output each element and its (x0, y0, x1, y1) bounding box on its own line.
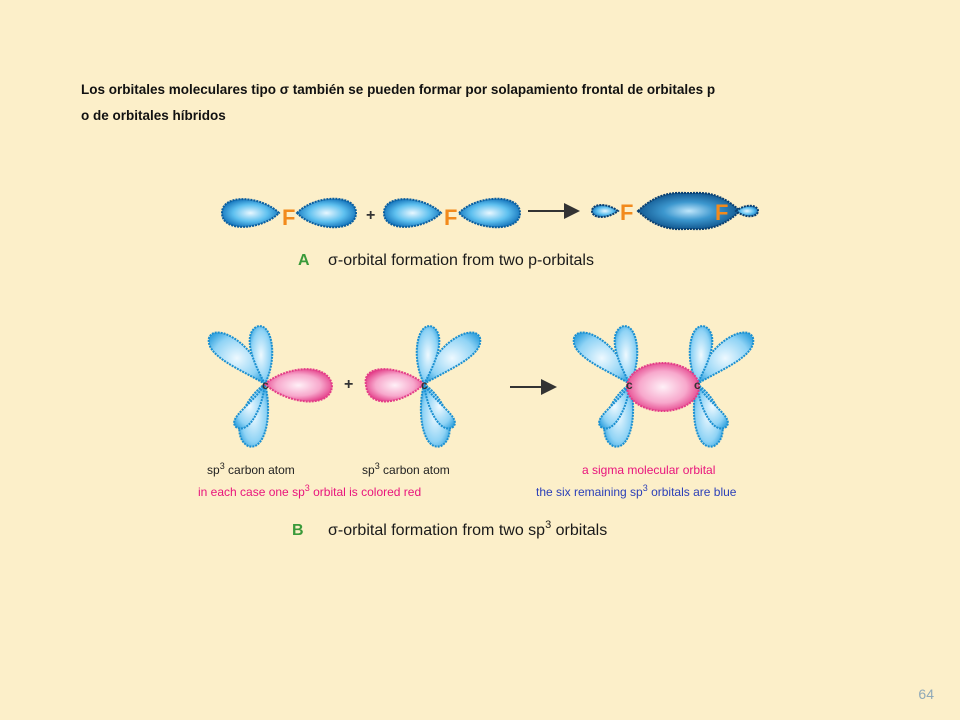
sp3-atom-right (364, 325, 482, 448)
p-orbital-2 (382, 197, 522, 229)
heading-line-2: o de orbitales híbridos (81, 108, 226, 123)
atom-label-c-4: c (694, 378, 701, 392)
plus-sign-a: + (366, 207, 375, 224)
atom-label-c-1: c (262, 378, 269, 392)
atom-label-c-3: c (626, 378, 633, 392)
slide-heading: Los orbitales moleculares tipo σ también… (81, 77, 871, 129)
atom-label-f-3: F (620, 200, 633, 225)
atom-label-c-2: c (421, 378, 428, 392)
panel-b-letter: B (292, 522, 304, 539)
atom-label-f-2: F (444, 205, 457, 230)
panel-b-caption: σ-orbital formation from two sp3 orbital… (328, 519, 607, 539)
page-number: 64 (918, 686, 934, 702)
sigma-mo-sp3 (572, 325, 755, 448)
plus-sign-b: + (344, 376, 353, 393)
p-orbital-1 (220, 197, 358, 229)
label-middle-atom: sp3 carbon atom (362, 461, 450, 477)
panel-b: c + c c c sp3 carbon atom (198, 325, 755, 539)
panel-a-caption: σ-orbital formation from two p-orbitals (328, 252, 594, 269)
sp3-atom-left (207, 325, 334, 448)
sigma-mo-p (590, 191, 760, 231)
label-blue-note: the six remaining sp3 orbitals are blue (536, 483, 737, 499)
label-red-note: in each case one sp3 orbital is colored … (198, 483, 421, 499)
heading-line-1: Los orbitales moleculares tipo σ también… (81, 82, 716, 97)
panel-a: F + F F F A σ-orbital formation from two… (220, 191, 760, 269)
atom-label-f-4: F (715, 200, 728, 225)
label-left-atom: sp3 carbon atom (207, 461, 295, 477)
atom-label-f-1: F (282, 205, 295, 230)
panel-a-letter: A (298, 252, 310, 269)
label-product: a sigma molecular orbital (582, 463, 715, 477)
